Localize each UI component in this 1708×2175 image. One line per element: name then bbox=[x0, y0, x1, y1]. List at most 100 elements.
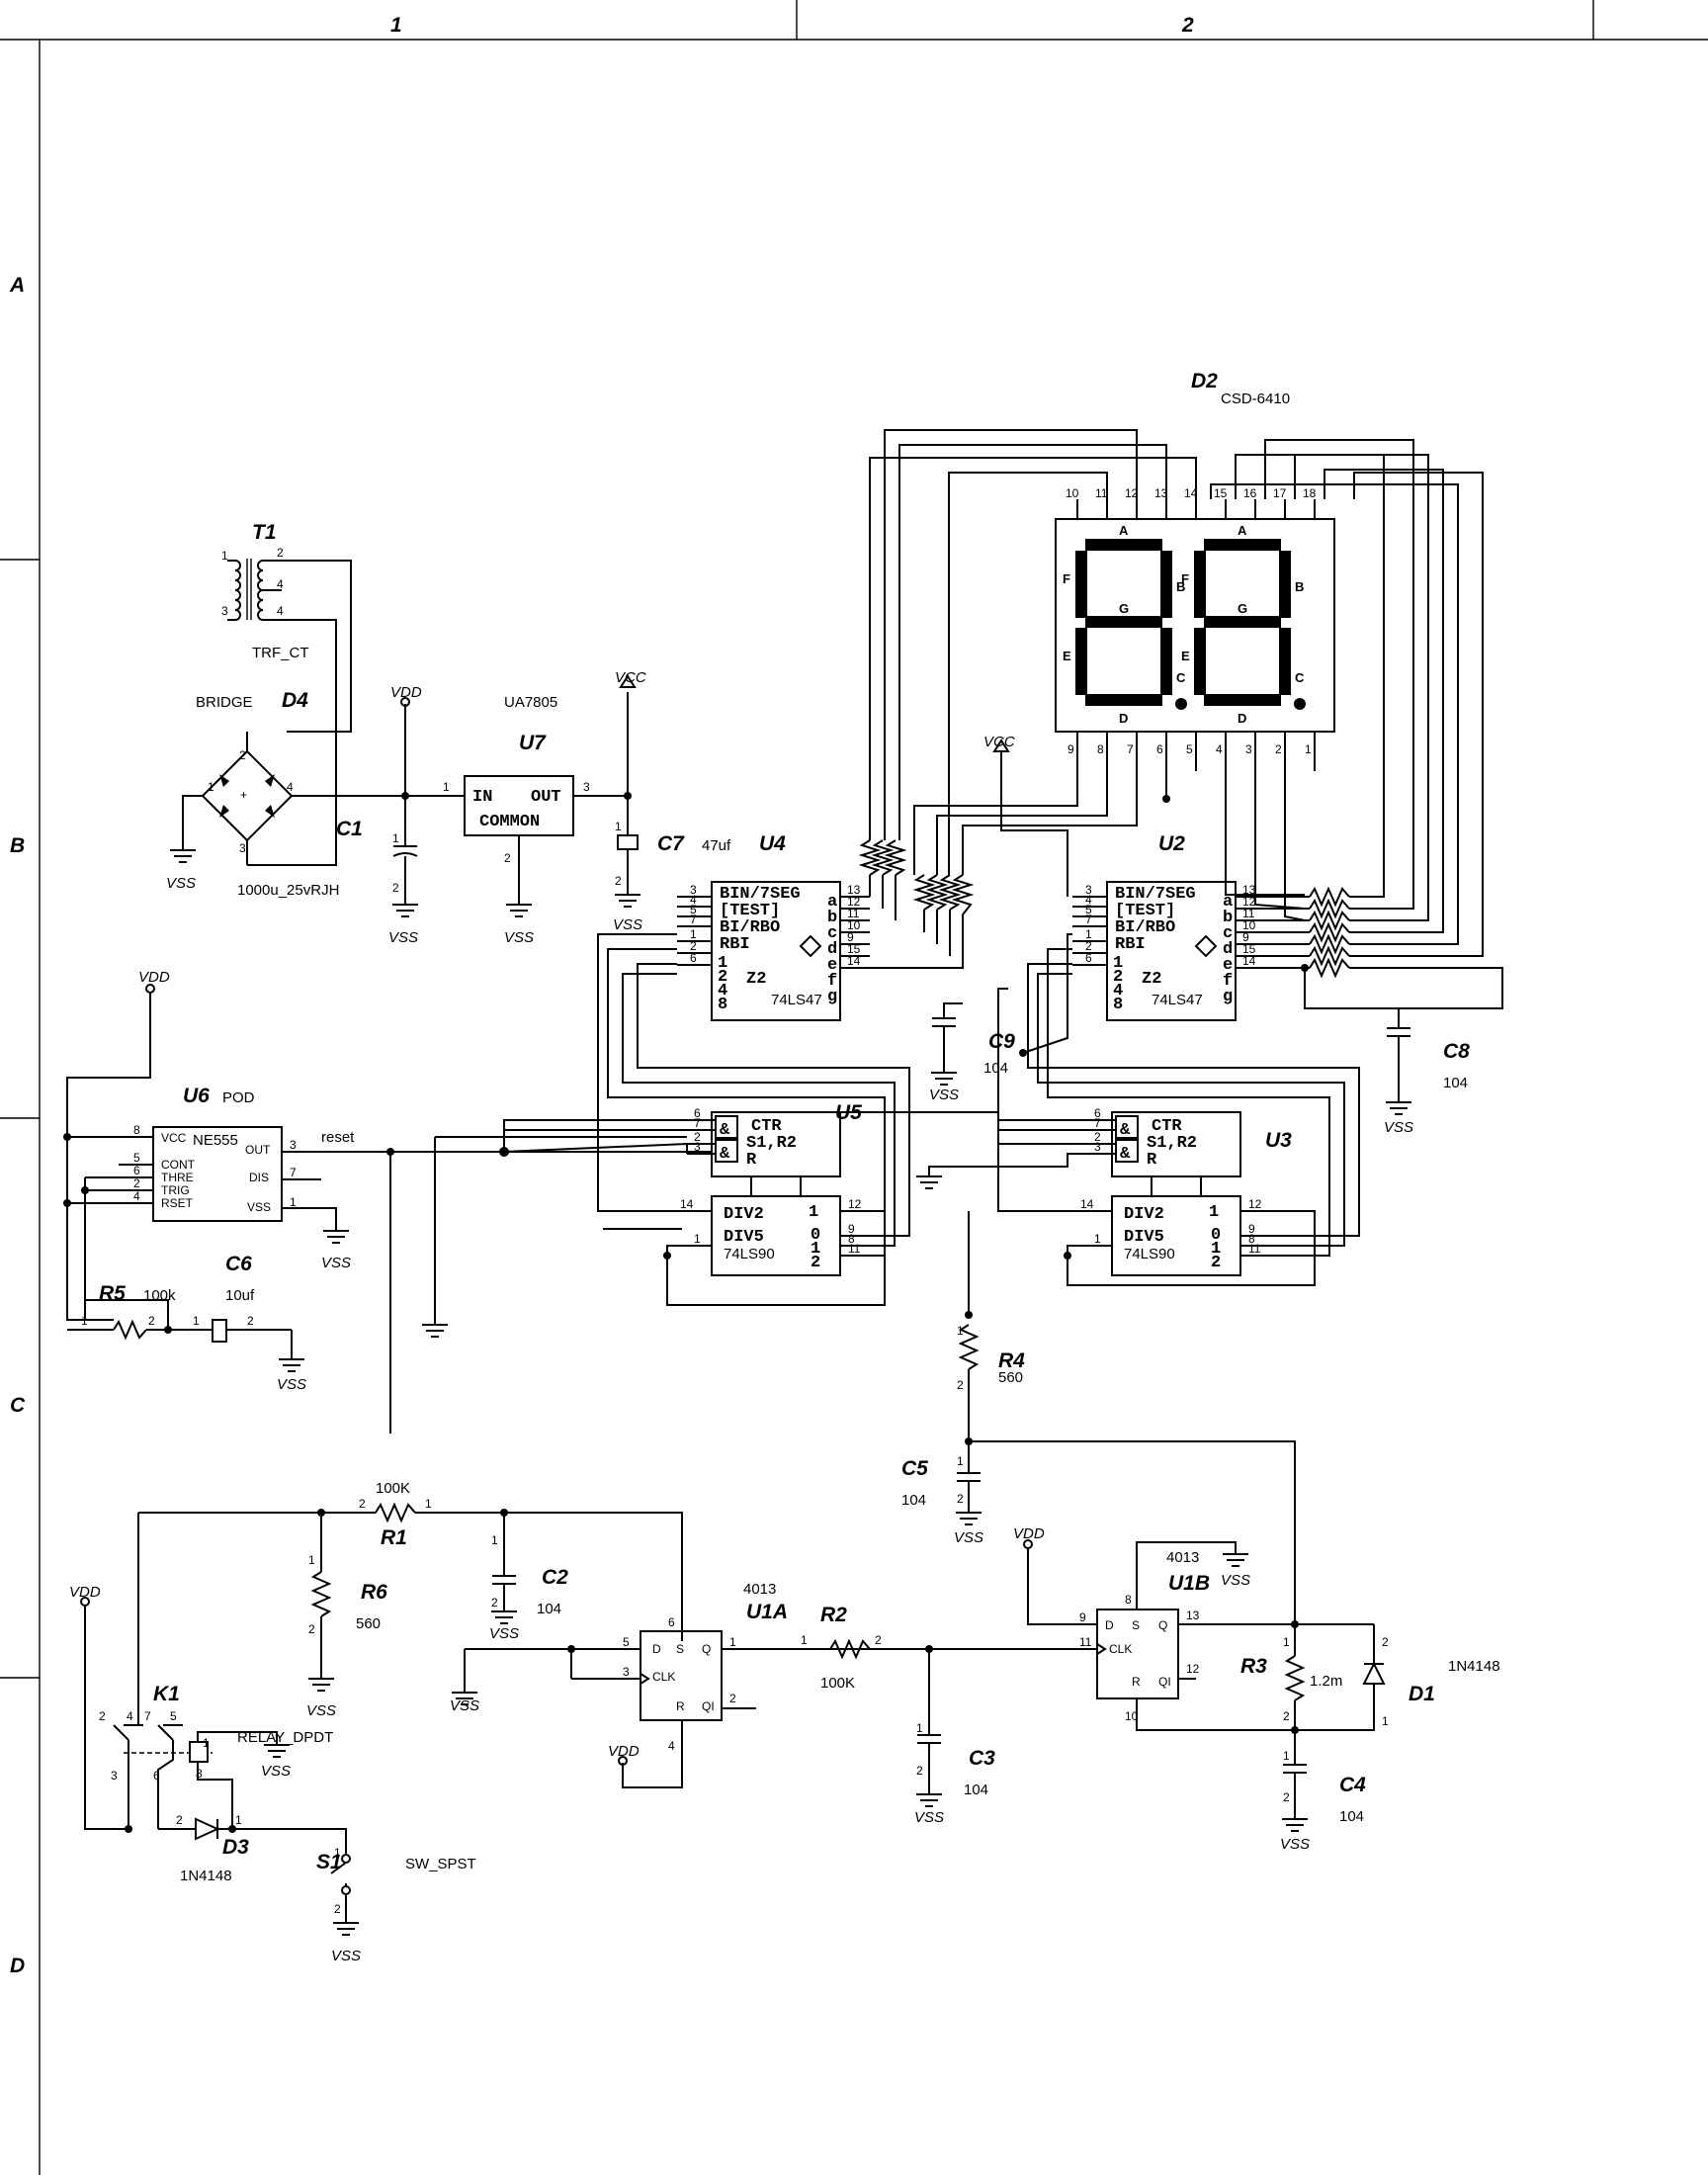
svg-text:VSS: VSS bbox=[1280, 1836, 1310, 1853]
u4-ref: U4 bbox=[759, 832, 786, 855]
resistor-r3-diode-d1-capacitor-c4: VSS R3 1.2m 1 2 D1 1N4148 2 1 C4 104 1 2 bbox=[1240, 1620, 1500, 1853]
svg-text:BI/RBO: BI/RBO bbox=[1115, 918, 1175, 937]
counter-u3: & & CTR S1,R2 R DIV2 DIV5 74LS90 6 7 2 3… bbox=[1080, 1106, 1275, 1276]
svg-text:2: 2 bbox=[133, 1176, 140, 1190]
svg-text:b: b bbox=[1223, 909, 1233, 927]
svg-text:1: 1 bbox=[235, 1813, 242, 1827]
svg-text:S: S bbox=[1132, 1618, 1140, 1632]
svg-text:1: 1 bbox=[690, 927, 697, 941]
resistor-array-left bbox=[858, 839, 975, 915]
svg-text:D1: D1 bbox=[1409, 1683, 1435, 1705]
svg-text:D2: D2 bbox=[1191, 370, 1218, 392]
svg-text:2: 2 bbox=[359, 1497, 366, 1511]
svg-text:14: 14 bbox=[1184, 486, 1198, 500]
svg-text:C: C bbox=[1176, 670, 1186, 685]
svg-text:13: 13 bbox=[1186, 1609, 1200, 1622]
svg-text:1: 1 bbox=[290, 1195, 297, 1209]
capacitor-c9: VSS C9 104 bbox=[929, 1002, 1015, 1103]
u4-output-wires bbox=[869, 875, 964, 969]
svg-text:VDD: VDD bbox=[1013, 1525, 1045, 1542]
svg-text:4: 4 bbox=[287, 780, 294, 794]
svg-text:SW_SPST: SW_SPST bbox=[405, 1856, 476, 1872]
decoder-u4: BIN/7SEG [TEST] BI/RBO RBI Z2 74LS47 1 2… bbox=[677, 881, 870, 1021]
svg-text:2: 2 bbox=[1283, 1709, 1290, 1723]
svg-text:RELAY_DPDT: RELAY_DPDT bbox=[237, 1729, 333, 1746]
svg-text:12: 12 bbox=[1125, 486, 1139, 500]
svg-text:1: 1 bbox=[615, 820, 622, 833]
svg-text:6: 6 bbox=[1085, 951, 1092, 965]
svg-text:VSS: VSS bbox=[613, 916, 642, 933]
capacitor-c1: C1 1000u_25vRJH VDD VSS 1 2 bbox=[237, 684, 422, 946]
svg-text:&: & bbox=[1120, 1121, 1131, 1140]
svg-text:R3: R3 bbox=[1240, 1655, 1267, 1678]
svg-text:e: e bbox=[1223, 956, 1233, 975]
svg-text:100k: 100k bbox=[143, 1287, 176, 1304]
svg-text:12: 12 bbox=[1242, 895, 1256, 909]
svg-text:1: 1 bbox=[1113, 954, 1123, 973]
svg-text:8: 8 bbox=[1113, 996, 1123, 1014]
svg-text:D: D bbox=[1119, 711, 1128, 726]
svg-text:12: 12 bbox=[847, 895, 861, 909]
svg-text:B: B bbox=[1295, 579, 1304, 594]
svg-text:14: 14 bbox=[1080, 1197, 1094, 1211]
svg-text:A: A bbox=[1119, 523, 1129, 538]
svg-text:6: 6 bbox=[1094, 1106, 1101, 1120]
svg-text:THRE: THRE bbox=[161, 1171, 194, 1184]
svg-text:R6: R6 bbox=[361, 1581, 387, 1604]
svg-text:1: 1 bbox=[729, 1635, 736, 1649]
svg-text:74LS47: 74LS47 bbox=[771, 992, 822, 1008]
svg-text:DIV5: DIV5 bbox=[724, 1228, 764, 1247]
flipflop-u1b: 4013 U1B D S Q CLK R QI VDD VSS 9 11 8 1… bbox=[1013, 1525, 1374, 1731]
svg-text:2: 2 bbox=[504, 851, 511, 865]
svg-text:2: 2 bbox=[148, 1314, 155, 1328]
svg-text:8: 8 bbox=[848, 1232, 855, 1246]
svg-text:4: 4 bbox=[133, 1189, 140, 1203]
svg-text:&: & bbox=[720, 1121, 730, 1140]
svg-text:CSD-6410: CSD-6410 bbox=[1221, 391, 1290, 407]
svg-text:VSS: VSS bbox=[247, 1200, 271, 1214]
svg-text:U1B: U1B bbox=[1168, 1572, 1210, 1595]
svg-text:VSS: VSS bbox=[306, 1702, 336, 1719]
svg-text:7: 7 bbox=[694, 1116, 701, 1130]
svg-text:4: 4 bbox=[1216, 742, 1223, 756]
svg-text:11: 11 bbox=[848, 1242, 861, 1256]
svg-text:C2: C2 bbox=[542, 1566, 568, 1589]
svg-text:1: 1 bbox=[811, 1240, 820, 1259]
svg-text:Z2: Z2 bbox=[746, 970, 766, 989]
svg-text:2: 2 bbox=[957, 1378, 964, 1392]
svg-text:10uf: 10uf bbox=[225, 1287, 255, 1304]
svg-text:1: 1 bbox=[957, 1454, 964, 1468]
svg-text:4: 4 bbox=[718, 982, 727, 1000]
svg-text:6: 6 bbox=[690, 951, 697, 965]
resistor-r5-capacitor-c6: R5 100k C6 10uf VSS 1 2 1 2 bbox=[67, 1253, 306, 1393]
svg-text:COMMON: COMMON bbox=[479, 813, 540, 831]
svg-text:a: a bbox=[827, 893, 837, 912]
svg-text:[TEST]: [TEST] bbox=[1115, 902, 1175, 920]
svg-text:11: 11 bbox=[1242, 907, 1255, 920]
svg-text:DIS: DIS bbox=[249, 1171, 269, 1184]
svg-text:9: 9 bbox=[848, 1222, 855, 1236]
svg-text:7: 7 bbox=[690, 913, 697, 926]
svg-text:S: S bbox=[676, 1642, 684, 1656]
svg-text:C3: C3 bbox=[969, 1747, 995, 1770]
svg-text:VSS: VSS bbox=[929, 1087, 959, 1103]
svg-text:C1: C1 bbox=[336, 818, 363, 840]
svg-text:3: 3 bbox=[1085, 883, 1092, 897]
svg-text:11: 11 bbox=[1079, 1635, 1092, 1649]
svg-text:4: 4 bbox=[1113, 982, 1123, 1000]
svg-text:8: 8 bbox=[1125, 1593, 1132, 1607]
svg-text:14: 14 bbox=[847, 954, 861, 968]
svg-text:11: 11 bbox=[1095, 486, 1108, 500]
row-label-b: B bbox=[10, 834, 25, 857]
svg-text:C6: C6 bbox=[225, 1253, 252, 1275]
svg-text:R: R bbox=[1132, 1675, 1141, 1689]
svg-text:2: 2 bbox=[239, 748, 246, 762]
svg-text:16: 16 bbox=[1243, 486, 1257, 500]
svg-text:c: c bbox=[1223, 924, 1233, 943]
svg-text:74LS90: 74LS90 bbox=[1124, 1246, 1175, 1262]
svg-text:2: 2 bbox=[729, 1692, 736, 1705]
svg-text:1: 1 bbox=[443, 780, 450, 794]
svg-text:C9: C9 bbox=[988, 1030, 1015, 1053]
resistor-r6: VSS R6 560 1 2 bbox=[306, 1513, 387, 1719]
svg-text:VSS: VSS bbox=[489, 1625, 519, 1642]
